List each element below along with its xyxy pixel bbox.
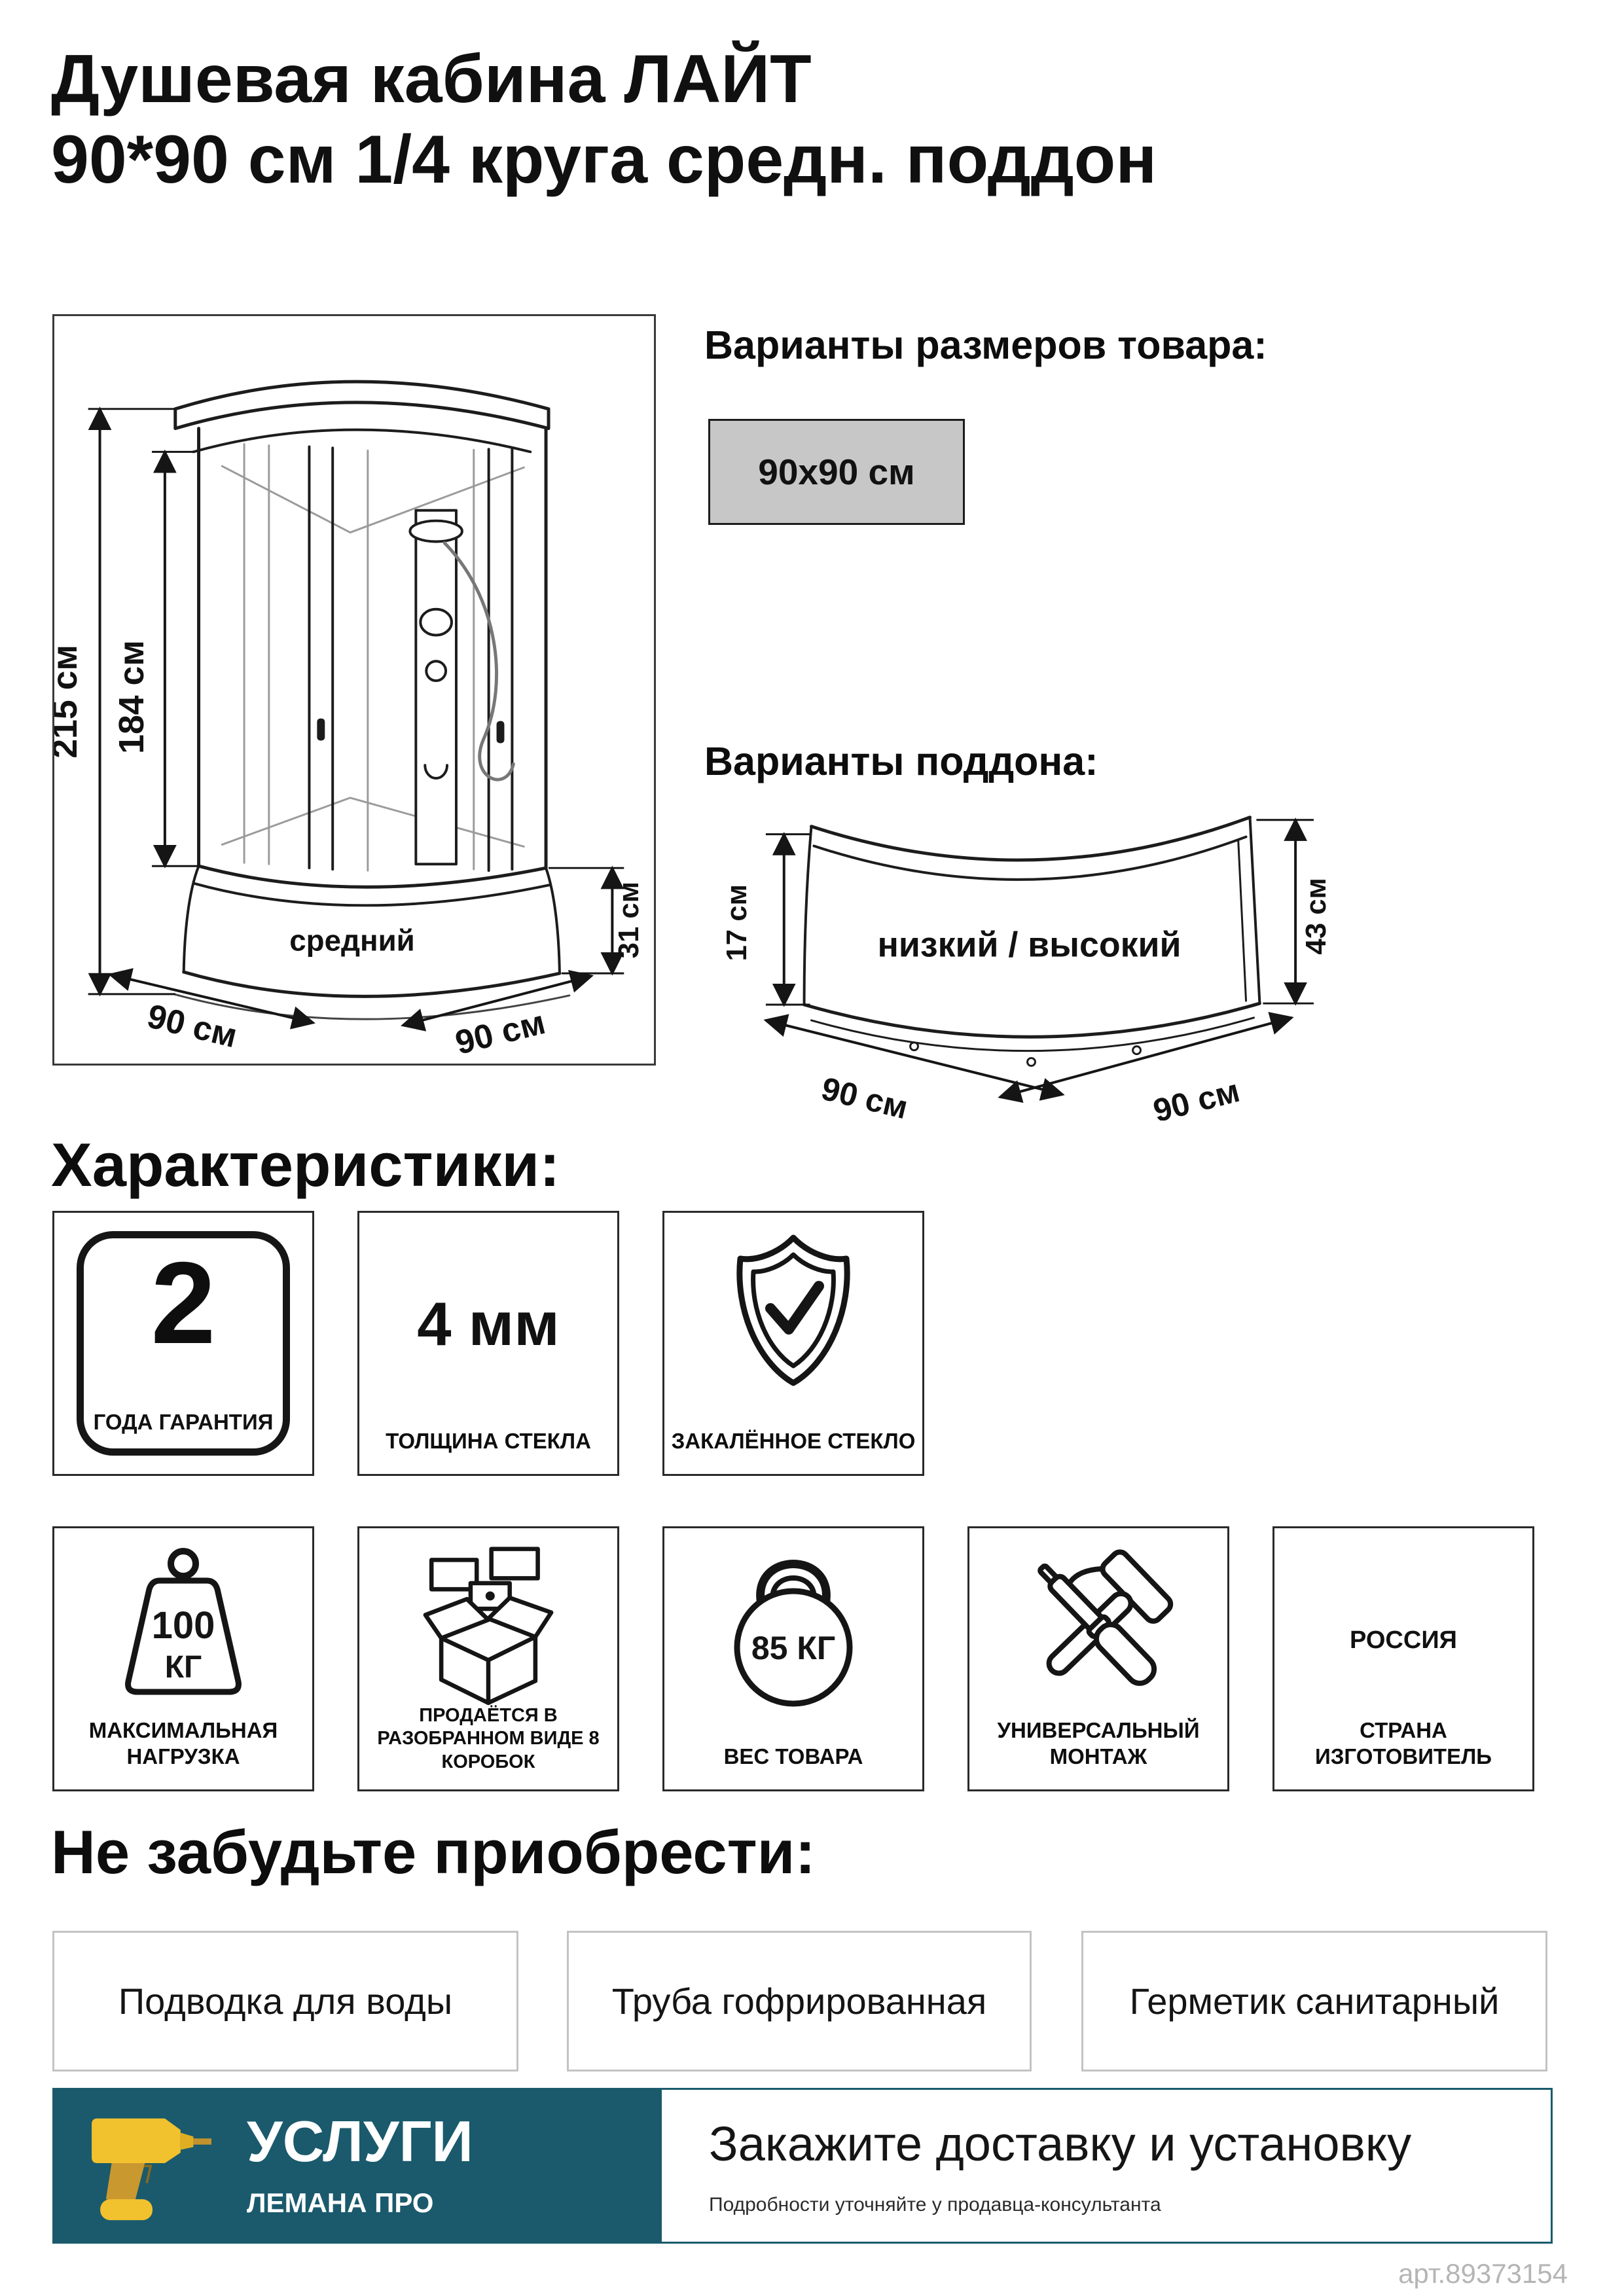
glass-thickness-label: ТОЛЩИНА СТЕКЛА [386,1428,591,1453]
cabin-dimensions [88,406,624,1031]
tempered-glass-label: ЗАКАЛЁННОЕ СТЕКЛО [671,1428,916,1453]
page-title-line1: Душевая кабина ЛАЙТ [51,41,812,117]
dimension-label-tray-height: 31 см [613,882,645,958]
dimension-label-tray-width-right: 90 см [1149,1072,1243,1121]
size-option-chip: 90x90 см [708,419,965,525]
max-load-label: МАКСИМАЛЬНАЯ НАГРУЗКА [88,1717,278,1768]
spec-tile-tempered-glass: ЗАКАЛЁННОЕ СТЕКЛО [662,1211,924,1476]
specs-heading: Характеристики: [51,1130,560,1199]
product-weight-label: ВЕС ТОВАРА [723,1744,863,1768]
kettlebell-icon: 85 КГ [734,1560,853,1707]
services-brand-block: УСЛУГИ ЛЕМАНА ПРО [54,2090,662,2242]
tray-dimensions [763,817,1314,1103]
cabin-diagram-box: средний 215 см 184 см 31 см 90 см 90 см [45,314,656,1066]
dimension-label-low: 17 см [721,884,753,961]
dimension-label-tray-width-left: 90 см [818,1070,912,1121]
tray-diagram-icon: низкий / высокий 17 см 43 см 90 см 90 см [721,816,1332,1121]
spec-tile-glass-thickness: 4 мм ТОЛЩИНА СТЕКЛА [357,1211,619,1476]
warranty-caption: ГОДА ГАРАНТИЯ [93,1410,274,1435]
drill-icon [92,2118,211,2221]
tray-variants-heading: Варианты поддона: [704,739,1098,783]
spec-tile-universal-mounting: УНИВЕРСАЛЬНЫЙ МОНТАЖ [967,1526,1229,1791]
disassembled-label: ПРОДАЁТСЯ В РАЗОБРАННОМ ВИДЕ 8 КОРОБОК [377,1704,600,1772]
services-cta-block: Закажите доставку и установку Подробност… [662,2090,1551,2242]
glass-thickness-value: 4 мм [417,1289,560,1358]
cta-note: Подробности уточняйте у продавца-консуль… [709,2193,1161,2215]
cta-title: Закажите доставку и установку [709,2116,1412,2171]
cabin-drawing [173,380,571,1020]
accessory-item-corrugated-pipe: Труба гофрированная [567,1931,1032,2072]
page-title-line2: 90*90 см 1/4 круга средн. поддон [51,121,1157,198]
dimension-label-width-right: 90 см [452,1003,549,1060]
services-title: УСЛУГИ [247,2109,473,2174]
dimension-label-inner-height: 184 см [112,640,151,754]
size-variants-heading: Варианты размеров товара: [704,323,1267,367]
accessory-item-sealant: Герметик санитарный [1081,1931,1547,2072]
country-label: СТРАНА ИЗГОТОВИТЕЛЬ [1315,1717,1492,1768]
shower-cabin-diagram-icon: средний 215 см 184 см 31 см 90 см 90 см [45,380,645,1062]
shield-check-icon [736,1234,850,1386]
spec-tile-country: РОССИЯ СТРАНА ИЗГОТОВИТЕЛЬ [1272,1526,1534,1791]
spec-tile-disassembled: ПРОДАЁТСЯ В РАЗОБРАННОМ ВИДЕ 8 КОРОБОК [357,1526,619,1791]
services-banner: УСЛУГИ ЛЕМАНА ПРО Закажите доставку и ус… [52,2088,1553,2244]
tray-options-label: низкий / высокий [878,925,1182,964]
article-number: арт.89373154 [1398,2258,1568,2289]
accessory-item-water-hose: Подводка для воды [52,1931,518,2072]
country-value: РОССИЯ [1350,1626,1457,1654]
tray-type-label: средний [289,924,414,957]
max-load-value: 100 [152,1604,215,1647]
page-title: Душевая кабина ЛАЙТ 90*90 см 1/4 круга с… [51,39,1157,200]
warranty-badge-icon: 2 ГОДА ГАРАНТИЯ [77,1231,290,1456]
dimension-label-width-left: 90 см [144,997,241,1055]
dimension-label-total-height: 215 см [54,645,84,759]
hammer-screwdriver-icon [1038,1549,1174,1686]
spec-tile-max-load: 100 КГ МАКСИМАЛЬНАЯ НАГРУЗКА [52,1526,314,1791]
services-subtitle: ЛЕМАНА ПРО [247,2187,434,2218]
universal-mounting-label: УНИВЕРСАЛЬНЫЙ МОНТАЖ [997,1717,1200,1768]
warranty-years-value: 2 [151,1238,216,1368]
max-load-unit: КГ [165,1650,202,1685]
accessories-heading: Не забудьте приобрести: [51,1818,816,1886]
spec-tile-weight: 85 КГ ВЕС ТОВАРА [662,1526,924,1791]
box-icon [423,1547,554,1706]
product-weight-value: 85 КГ [751,1630,835,1666]
dimension-label-high: 43 см [1300,878,1332,954]
spec-tile-warranty: 2 ГОДА ГАРАНТИЯ [52,1211,314,1476]
weight-icon: 100 КГ [125,1548,242,1695]
